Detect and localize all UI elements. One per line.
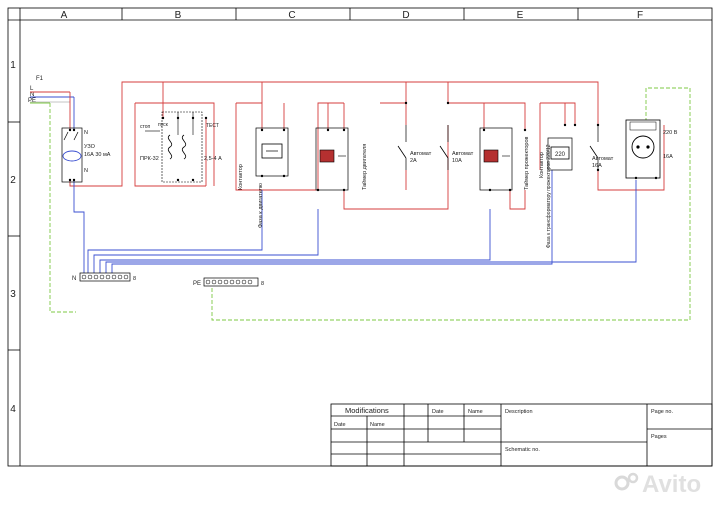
row-label-4: 4 [10,404,16,415]
label-n: N [30,92,34,98]
breaker-16a: Автомат 16А [589,125,614,170]
breaker-10a-name: Автомат [452,151,474,157]
timer-motor-name: Таймер двигателя [361,144,368,190]
socket-rating: 16А [663,154,673,160]
timer-lamps-name: Таймер прожекторов [523,136,530,190]
tb-name-1: Name [370,422,385,428]
rcd-rating: 16А 30 мА [84,152,111,158]
transformer-value: 220 [555,152,566,158]
row-label-2: 2 [10,175,16,186]
starter-start: пуск [158,122,169,128]
supply-labels: F1 L N PE [28,76,44,104]
tb-pages: Pages [651,434,667,440]
contactor-motor-phase: Фаза к двигателю [258,183,264,228]
breaker-10a-rating: 10А [452,158,462,164]
grid-labels: A B C D E F 1 2 3 4 [10,10,643,415]
rcd-device: N N УЗО 16А 30 мА [61,127,111,183]
rcd-n-top: N [84,130,88,136]
modifications-label: Modifications [345,406,389,415]
col-label-e: E [517,10,524,21]
col-label-a: A [61,10,68,21]
title-block [330,403,713,467]
tb-schematic-no: Schematic no. [505,447,540,453]
motor-starter: стоп пуск ТЕСТ ПРК-32 2,5-4 А [140,111,222,183]
row-label-1: 1 [10,60,16,71]
contactor-motor: Контактор Фаза к двигателю [238,127,289,228]
n-bus: N 8 [72,272,136,282]
tb-date-1: Date [334,422,346,428]
watermark-text: Avito [642,471,701,498]
tb-description: Description [505,409,533,415]
tb-name-2: Name [468,409,483,415]
breaker-10a: Автомат 10А [439,125,474,170]
tb-date-2: Date [432,409,444,415]
rcd-n-bottom: N [84,168,88,174]
breaker-16a-rating: 16А [592,163,602,169]
label-f1: F1 [36,76,44,82]
pe-bus-count: 8 [261,281,264,287]
contactor-lamps: 220 Контактор Фаза к трансформатору прож… [539,137,573,248]
watermark-logo: Avito [614,471,701,498]
tb-page-no: Page no. [651,409,673,415]
label-l: L [30,86,34,92]
starter-name: ПРК-32 [140,156,159,162]
timer-lamps: Таймер прожекторов [479,127,530,191]
starter-range: 2,5-4 А [204,156,222,162]
row-label-3: 3 [10,289,16,300]
pe-bus-label: PE [193,281,201,287]
label-pe: PE [28,98,36,104]
timer-motor: Таймер двигателя [315,127,368,191]
starter-stop: стоп [140,124,151,130]
rcd-name: УЗО [84,144,96,150]
breaker-16a-name: Автомат [592,156,614,162]
contactor-motor-name: Контактор [238,164,244,190]
starter-test: ТЕСТ [206,123,219,129]
earth-wiring [49,87,691,321]
n-bus-count: 8 [133,276,136,282]
breaker-2a-rating: 2А [410,158,417,164]
terminal-dots [68,101,658,192]
col-label-b: B [175,10,182,21]
contactor-lamps-phase: Фаза к трансформатору прожекторов 220/12 [546,144,552,248]
breaker-2a: Автомат 2А [397,125,432,170]
socket: 220 В 16А [625,119,678,179]
contactor-lamps-name: Контактор [539,152,545,178]
col-label-d: D [402,10,409,21]
pe-bus: PE 8 [193,277,264,287]
n-bus-label: N [72,276,76,282]
socket-voltage: 220 В [663,130,678,136]
title-block-text: Modifications Date Name Date Name Descri… [334,406,673,453]
neutral-wiring [73,97,637,273]
col-label-c: C [288,10,295,21]
breaker-2a-name: Автомат [410,151,432,157]
drawing-frame [7,7,713,467]
col-label-f: F [637,10,643,21]
